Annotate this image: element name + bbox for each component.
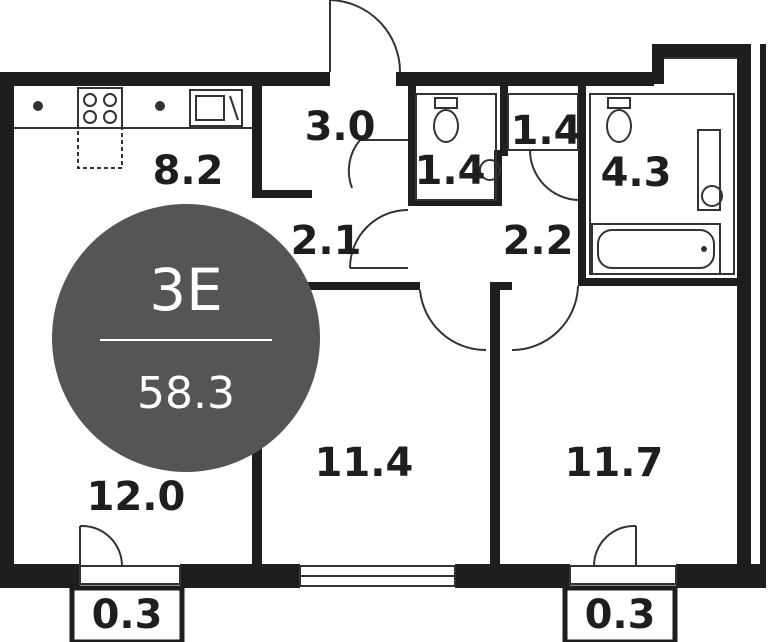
wall-bottom-b <box>180 564 300 588</box>
balcony-left-door-arc <box>79 524 124 567</box>
wall-top-left <box>0 72 330 86</box>
wall-hall-bottom-stub <box>252 190 312 198</box>
area-corridor-left: 2.1 <box>291 218 362 264</box>
badge-circle <box>52 204 320 472</box>
washbasin-icon <box>697 129 723 211</box>
bathroom-door-arc <box>528 149 579 201</box>
wall-bedroom-right-stub <box>500 282 512 290</box>
wc-door-arc <box>347 139 361 189</box>
wall-bedrooms-divider <box>490 282 500 564</box>
wall-right <box>737 44 751 588</box>
wc-outline <box>415 93 497 201</box>
area-bathroom: 4.3 <box>601 150 672 196</box>
area-badge: 3E 58.3 <box>52 204 320 472</box>
total-area: 58.3 <box>137 368 235 419</box>
entrance-door-arc <box>329 0 401 73</box>
outer-walls <box>0 44 766 588</box>
balcony-right-door-arc <box>592 524 637 567</box>
wall-left <box>0 72 14 588</box>
area-kitchen: 8.2 <box>153 148 224 194</box>
balcony-right <box>562 585 678 642</box>
area-balcony-right: 0.3 <box>585 592 656 638</box>
window-living <box>79 565 181 585</box>
sink-icon <box>189 89 243 127</box>
wall-wc-bottom <box>408 200 500 206</box>
windows <box>79 565 677 587</box>
wall-top-middle <box>396 72 654 86</box>
doors <box>79 0 637 567</box>
toilet-icon <box>433 97 459 143</box>
apartment-code: 3E <box>149 256 223 324</box>
kitchen-outlet-icon <box>33 101 43 111</box>
area-hall: 3.0 <box>305 104 376 150</box>
wall-wc-left <box>408 86 416 206</box>
area-wc-vestibule: 1.4 <box>511 108 582 154</box>
wall-wc-vestibule-left <box>500 86 508 156</box>
wall-right-outer-strip <box>760 44 766 564</box>
window-bedroom-right <box>569 565 677 585</box>
area-corridor-right: 2.2 <box>503 218 574 264</box>
wall-kitchen-hall <box>252 86 262 196</box>
area-balcony-left: 0.3 <box>92 592 163 638</box>
wall-bottom-a <box>0 564 80 588</box>
balcony-left <box>69 585 185 642</box>
wall-bedroom-top <box>252 282 420 290</box>
wall-bedroom-right-top <box>578 278 737 286</box>
wc-vestibule-outline <box>507 93 579 151</box>
wall-wc-right <box>494 150 502 206</box>
bedroom-right-door-arc <box>511 285 579 351</box>
area-bedroom-right: 11.7 <box>565 440 664 486</box>
area-bedroom-middle: 11.4 <box>315 440 414 486</box>
wall-bathroom-left <box>578 86 586 286</box>
kitchen-tap-icon <box>155 101 165 111</box>
stove-icon <box>77 87 123 169</box>
wall-bottom-d <box>676 564 766 588</box>
area-wc: 1.4 <box>415 148 486 194</box>
wall-top-right-step <box>652 44 750 58</box>
wall-bottom-c <box>455 564 570 588</box>
balconies <box>69 585 678 642</box>
area-living-room: 12.0 <box>87 474 186 520</box>
corridor-door-arc <box>349 209 409 269</box>
bathtub-icon <box>591 223 721 275</box>
bathroom-fixtures <box>433 97 723 275</box>
kitchen-fixtures <box>14 87 252 169</box>
bedroom-door-arc <box>419 289 487 352</box>
washbasin-icon <box>479 159 501 181</box>
toilet-icon <box>606 97 632 143</box>
room-labels: 8.2 3.0 1.4 1.4 4.3 2.1 2.2 12.0 11.4 11… <box>87 104 672 638</box>
wall-step-vertical <box>652 44 664 84</box>
